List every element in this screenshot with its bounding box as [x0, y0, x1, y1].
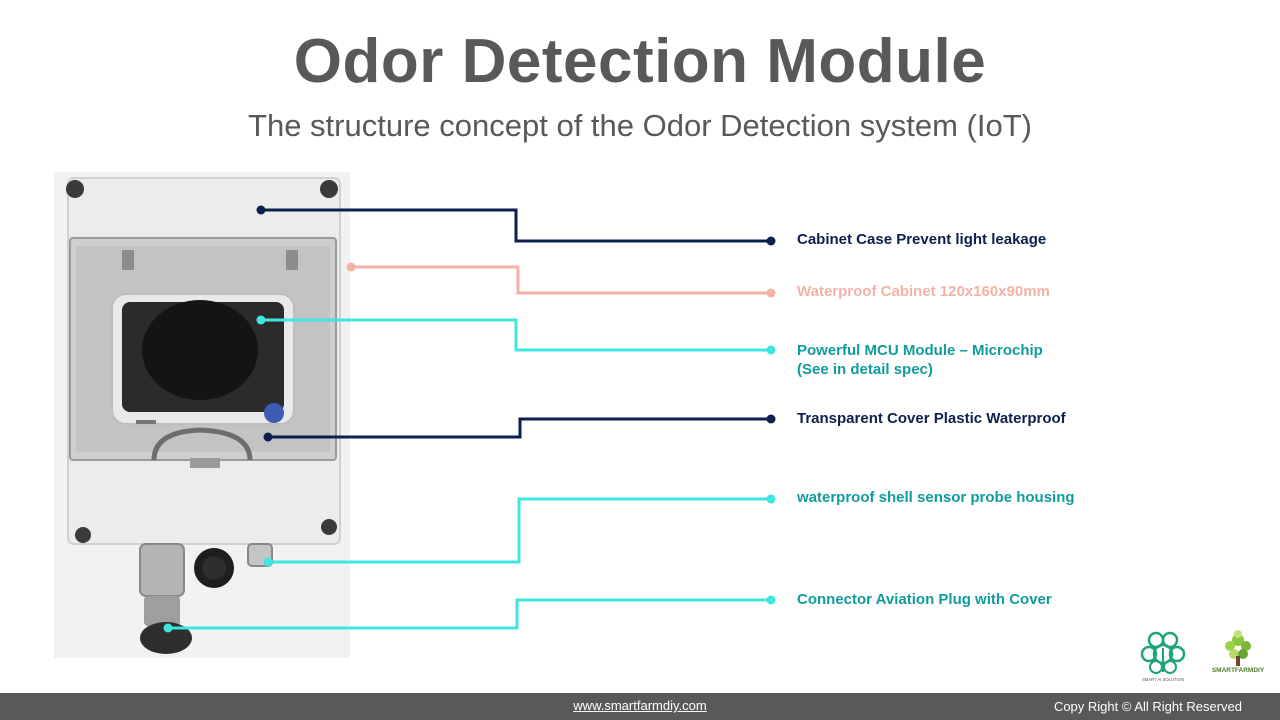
- odor-detection-device-image: [54, 172, 350, 658]
- callout-mcu-module: Powerful MCU Module – Microchip: [797, 342, 1043, 359]
- callout-aviation-plug: Connector Aviation Plug with Cover: [797, 591, 1052, 608]
- footer-bar: www.smartfarmdiy.com Copy Right © All Ri…: [0, 693, 1280, 720]
- smartfarmdiy-logo: SMARTFARMDIY: [1212, 630, 1265, 674]
- company-logos: SMART AI SOLUTION SMARTFARMDIY: [1140, 630, 1265, 682]
- callout-transparent-cover: Transparent Cover Plastic Waterproof: [797, 410, 1066, 427]
- callout-sensor-probe: waterproof shell sensor probe housing: [797, 489, 1075, 506]
- callout-cabinet-case: Cabinet Case Prevent light leakage: [797, 231, 1047, 248]
- copyright-text: Copy Right © All Right Reserved: [1053, 699, 1242, 714]
- smart-ai-solution-logo: SMART AI SOLUTION: [1140, 631, 1186, 682]
- page-subtitle: The structure concept of the Odor Detect…: [248, 108, 1032, 143]
- smartfarmdiy-logo-text: SMARTFARMDIY: [1212, 667, 1265, 674]
- page-title: Odor Detection Module: [293, 27, 987, 96]
- connector-waterproof-cabinet: [351, 265, 771, 295]
- callout-mcu-module-note: (See in detail spec): [797, 361, 933, 378]
- smart-ai-logo-text: SMART AI SOLUTION: [1142, 677, 1184, 682]
- callout-waterproof-cabinet: Waterproof Cabinet 120x160x90mm: [797, 283, 1050, 300]
- website-link[interactable]: www.smartfarmdiy.com: [573, 698, 707, 713]
